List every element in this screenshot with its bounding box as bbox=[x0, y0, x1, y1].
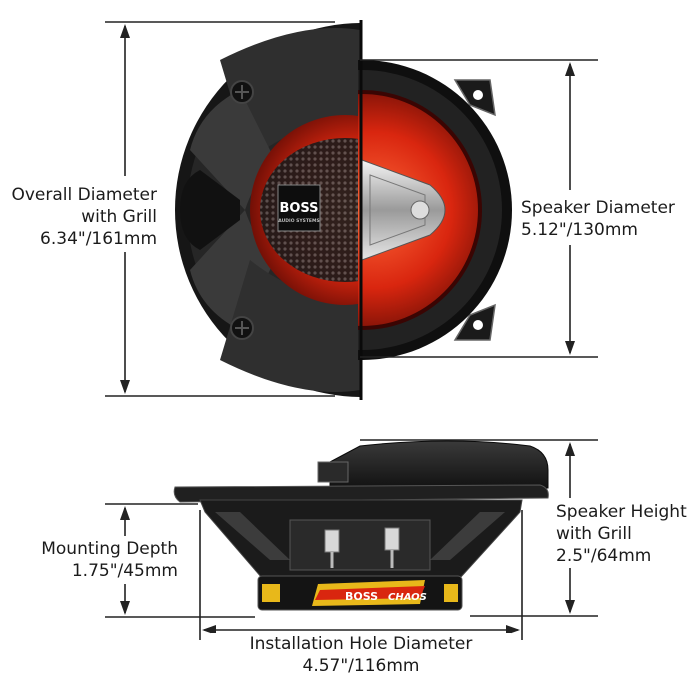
mounting-depth-value: 1.75"/45mm bbox=[71, 561, 178, 581]
speaker-front-view bbox=[175, 20, 512, 400]
mounting-depth-line bbox=[105, 503, 255, 618]
installation-hole-title: Installation Hole Diameter bbox=[249, 634, 473, 654]
installation-hole-line bbox=[199, 510, 523, 640]
speaker-side-view bbox=[173, 440, 549, 611]
speaker-height-label: Speaker Height with Grill 2.5"/64mm bbox=[556, 501, 700, 567]
mounting-depth-title: Mounting Depth bbox=[41, 539, 178, 559]
grill-half bbox=[175, 23, 360, 397]
speaker-diameter-value: 5.12"/130mm bbox=[521, 220, 638, 240]
overall-diameter-title-1: Overall Diameter bbox=[11, 185, 157, 205]
overall-diameter-line bbox=[105, 21, 335, 397]
speaker-height-title-2: with Grill bbox=[556, 524, 632, 544]
speaker-height-line bbox=[360, 439, 598, 617]
speaker-diameter-label: Speaker Diameter 5.12"/130mm bbox=[521, 197, 699, 241]
series-magnet-text: CHAOS bbox=[388, 592, 427, 603]
brand-magnet-text: BOSS bbox=[345, 590, 378, 603]
cone-half bbox=[358, 60, 512, 360]
speaker-diameter-title: Speaker Diameter bbox=[521, 198, 675, 218]
installation-hole-label: Installation Hole Diameter 4.57"/116mm bbox=[211, 633, 511, 677]
installation-hole-value: 4.57"/116mm bbox=[302, 656, 420, 676]
brand-logo-text: BOSS bbox=[279, 201, 318, 216]
brand-sub-text: AUDIO SYSTEMS bbox=[278, 218, 319, 224]
overall-diameter-label: Overall Diameter with Grill 6.34"/161mm bbox=[0, 184, 157, 250]
mounting-depth-label: Mounting Depth 1.75"/45mm bbox=[8, 538, 178, 582]
speaker-height-title-1: Speaker Height bbox=[556, 502, 687, 522]
overall-diameter-title-2: with Grill bbox=[81, 207, 157, 227]
speaker-height-value: 2.5"/64mm bbox=[556, 546, 652, 566]
overall-diameter-value: 6.34"/161mm bbox=[40, 229, 157, 249]
speaker-diameter-line bbox=[360, 59, 598, 358]
